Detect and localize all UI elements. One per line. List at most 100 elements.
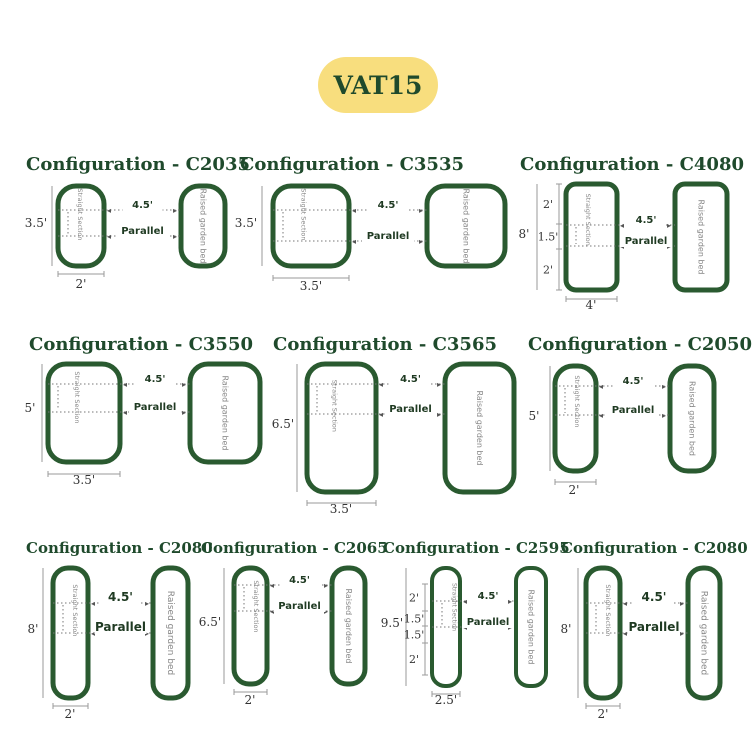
straight-section-label: Straight Section [604,584,612,636]
raised-garden-bed-label: Raised garden bed [688,381,697,456]
arrow-left-icon: ◂ [91,599,95,608]
bed-outline [667,363,717,474]
arrow-right-icon: ▸ [680,629,684,638]
label-backdrop [462,617,514,628]
section-label: 1.5' [404,613,425,626]
label-backdrop [362,231,414,242]
length-label: 9.5' [381,616,403,630]
spacing-label: 4.5' [145,374,166,385]
section-label: 2' [409,653,419,666]
label-backdrop [368,200,408,211]
label-backdrop [135,374,175,385]
arrow-left-icon: ◂ [623,599,627,608]
length-label: 3.5' [25,216,47,230]
spacing-label: 4.5' [642,590,667,604]
straight-section-label: Straight Section [252,580,260,632]
width-label: 2' [598,707,609,721]
raised-garden-bed-label: Raised garden bed [344,588,353,663]
config-title: Configuration - C2080 [561,539,748,557]
raised-garden-bed-label: Raised garden bed [527,589,536,664]
label-backdrop [634,591,674,604]
arrow-right-icon: ▸ [145,629,149,638]
width-label: 4' [586,298,597,312]
width-label: 3.5' [300,279,322,293]
parallel-label: Parallel [467,617,510,628]
bed-outline [685,565,723,701]
spacing-label: 4.5' [636,215,657,226]
arrow-right-icon: ▸ [680,599,684,608]
label-backdrop [129,402,181,413]
parallel-label: Parallel [95,620,146,634]
parallel-label: Parallel [389,404,432,415]
arrow-left-icon: ◂ [91,629,95,638]
spacing-label: 4.5' [378,200,399,211]
raised-garden-bed-label: Raised garden bed [699,591,709,675]
arrow-left-icon: ◂ [379,380,383,389]
bed-outline [45,361,123,465]
arrow-right-icon: ▸ [667,221,671,230]
arrow-left-icon: ◂ [107,232,111,241]
label-backdrop [613,376,653,387]
config-title: Configuration - C4080 [520,154,744,175]
width-label: 3.5' [73,473,95,487]
config-title: Configuration - C2080 [26,539,213,557]
bed-outline [270,183,352,269]
arrow-left-icon: ◂ [352,237,356,246]
raised-garden-bed-label: Raised garden bed [697,199,706,274]
arrow-left-icon: ◂ [270,581,274,590]
label-backdrop [390,374,431,385]
width-label: 2' [76,277,87,291]
arrow-left-icon: ◂ [599,382,603,391]
raised-garden-bed-label: Raised garden bed [462,188,471,263]
arrow-right-icon: ▸ [437,410,441,419]
length-label: 6.5' [199,615,221,629]
arrow-left-icon: ◂ [379,410,383,419]
label-backdrop [116,226,169,237]
spacing-label: 4.5' [478,591,499,602]
width-label: 2' [245,693,256,707]
arrow-left-icon: ◂ [352,206,356,215]
label-backdrop [628,621,680,634]
straight-section-label: Straight Section [76,188,84,240]
label-backdrop [607,405,659,416]
parallel-label: Parallel [367,231,410,242]
length-label: 8' [519,227,530,241]
section-label: 2' [409,592,419,605]
straight-section-label: Straight Section [573,375,581,427]
arrow-right-icon: ▸ [419,237,423,246]
straight-section-label: Straight Section [71,584,79,636]
label-backdrop [279,575,320,586]
parallel-label: Parallel [278,601,321,612]
arrow-left-icon: ◂ [620,221,624,230]
length-label: 6.5' [272,417,294,431]
parallel-label: Parallel [612,405,655,416]
arrow-right-icon: ▸ [182,408,186,417]
raised-garden-bed-label: Raised garden bed [221,375,230,450]
width-label: 2' [65,707,76,721]
length-label: 5' [25,401,36,415]
spacing-label: 4.5' [108,590,133,604]
section-label: 2' [543,264,553,277]
width-label: 2' [569,483,580,497]
straight-section-label: Straight Section [299,188,307,240]
bed-outline [442,361,517,495]
straight-section-label: Straight Section [451,583,458,631]
config-title: Configuration - C3565 [273,334,497,355]
label-backdrop [468,591,508,602]
bed-outline [304,361,379,495]
arrow-right-icon: ▸ [324,607,328,616]
arrow-right-icon: ▸ [662,411,666,420]
bed-outline [329,565,368,687]
spacing-label: 4.5' [289,575,310,586]
section-label: 1.5' [404,629,425,642]
spacing-label: 4.5' [132,200,153,211]
config-title: Configuration - C2595 [383,539,570,557]
label-backdrop [384,404,437,415]
bed-outline [552,363,599,474]
arrow-left-icon: ◂ [123,408,127,417]
length-label: 8' [561,622,572,636]
length-label: 3.5' [235,216,257,230]
arrow-right-icon: ▸ [145,599,149,608]
arrow-left-icon: ◂ [107,206,111,215]
